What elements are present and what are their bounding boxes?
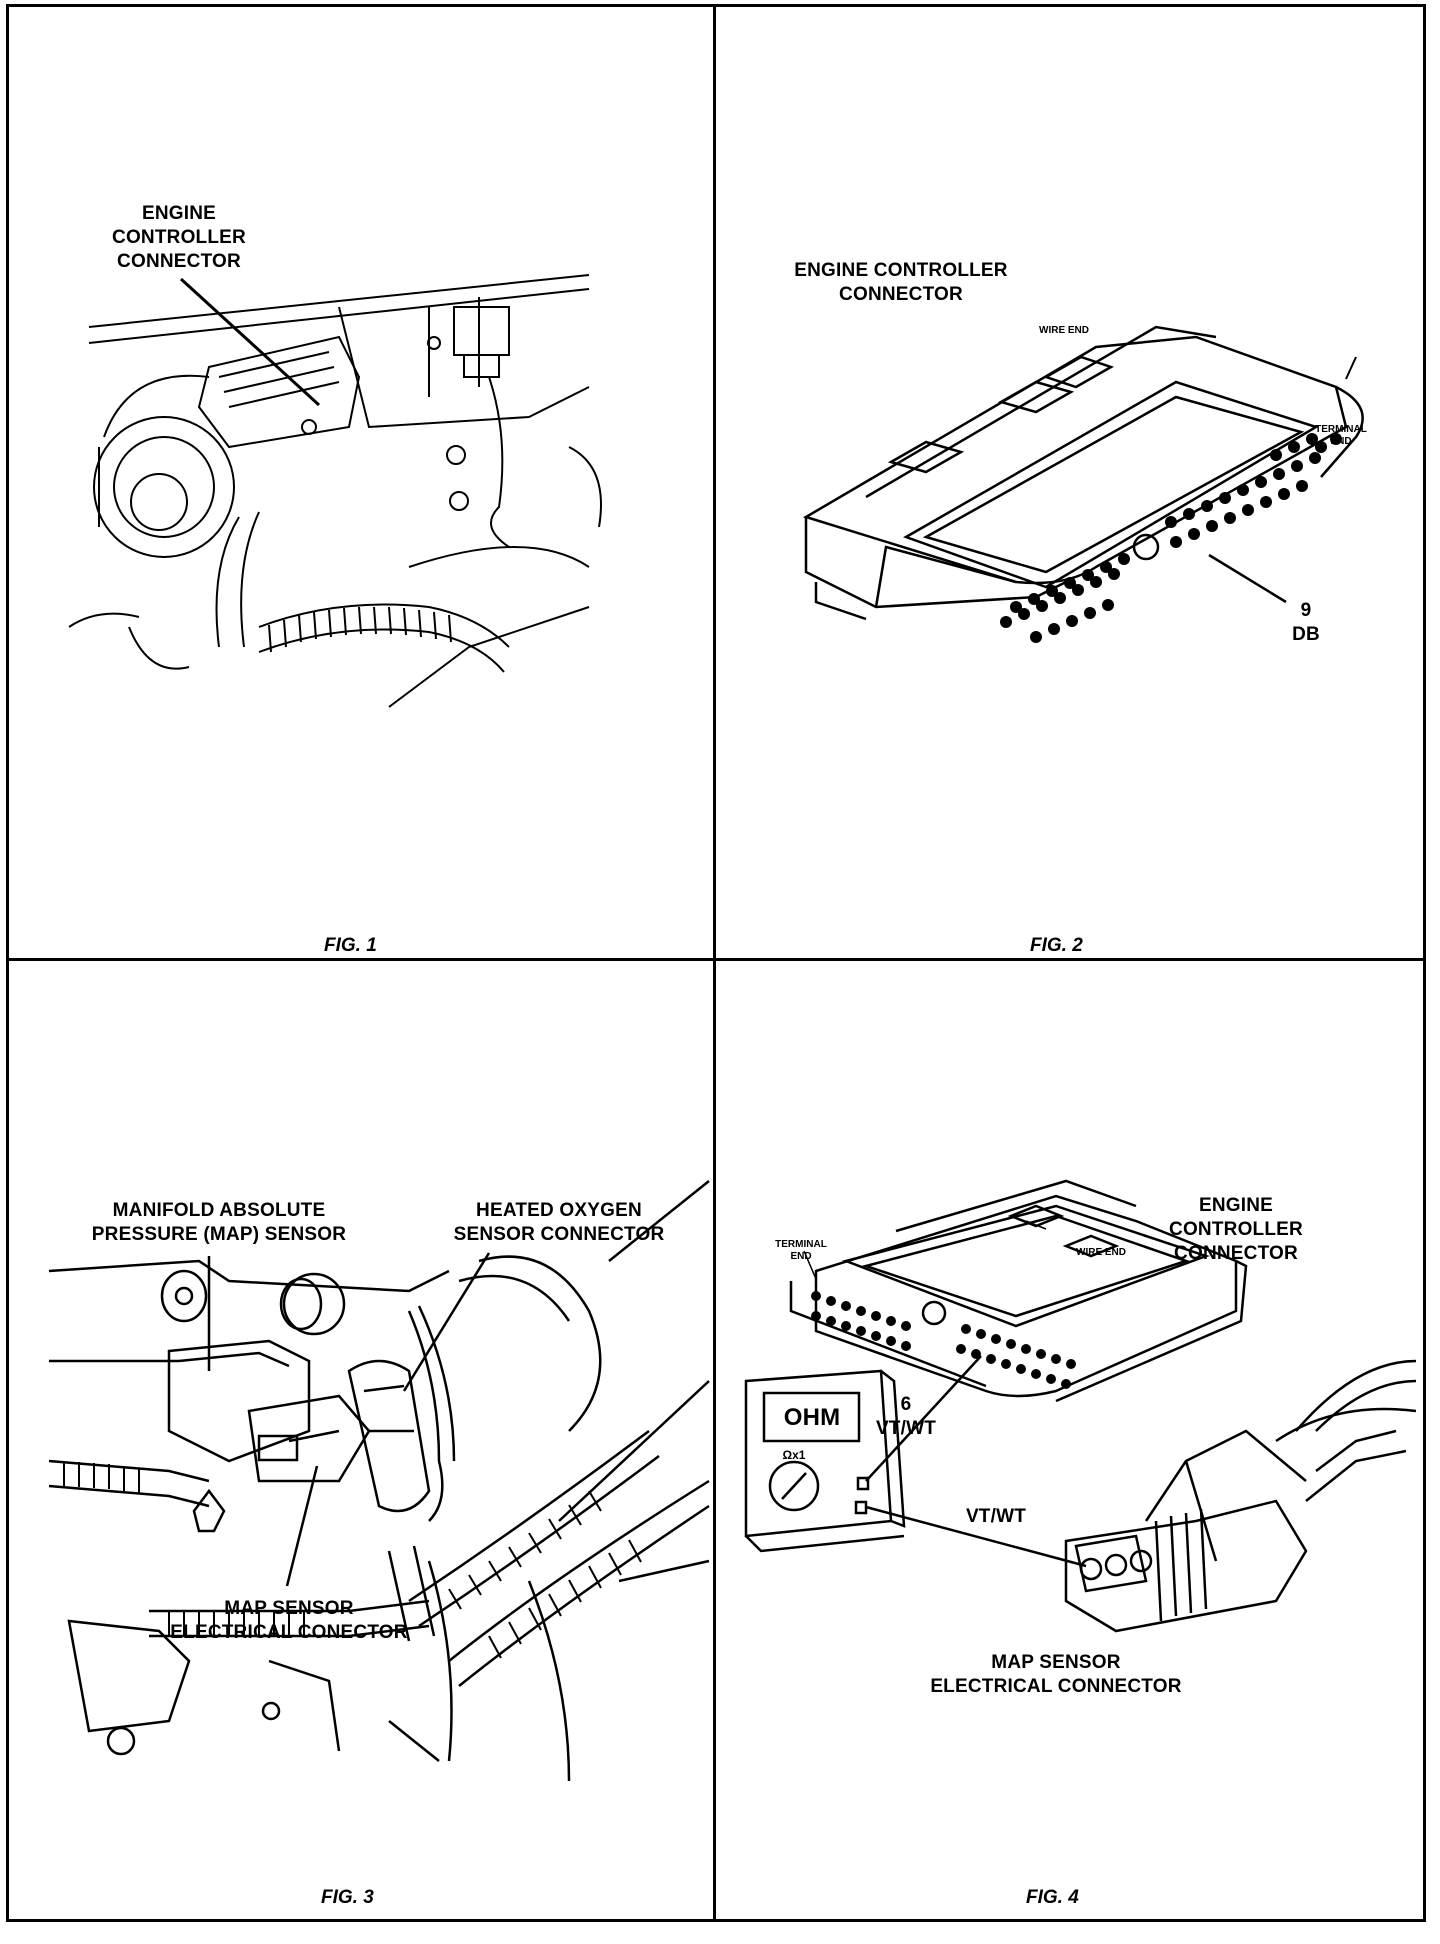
fig2-terminal-end-label: TERMINAL END: [1315, 424, 1367, 447]
engine-bay-illustration: [68, 274, 602, 708]
vertical-divider: [713, 4, 716, 1922]
fig2-title-label: ENGINE CONTROLLER CONNECTOR: [794, 260, 1008, 305]
figure-1-panel: ENGINE CONTROLLER CONNECTOR FIG. 1: [9, 7, 713, 958]
fig1-connector-label: ENGINE CONTROLLER CONNECTOR: [112, 203, 246, 272]
fig3-map-connector-label: MAP SENSOR ELECTRICAL CONECTOR: [170, 1598, 408, 1643]
engine-controller-connector-illustration: [802, 325, 1364, 643]
map-sensor-illustration: [48, 1180, 710, 1782]
fig1-caption: FIG. 1: [324, 935, 377, 956]
fig3-caption: FIG. 3: [321, 1887, 374, 1908]
fig4-terminal-end-label: TERMINAL END: [775, 1239, 827, 1262]
fig4-wire-end-label: WIRE END: [1076, 1247, 1126, 1258]
horizontal-divider: [6, 958, 1426, 961]
fig3-oxygen-connector-label: HEATED OXYGEN SENSOR CONNECTOR: [453, 1200, 665, 1245]
fig4-meter-range: Ωx1: [782, 1448, 806, 1462]
fig4-pin-label: 6 VT/WT: [875, 1394, 937, 1439]
fig4-title-label: ENGINE CONTROLLER CONNECTOR: [1169, 1195, 1303, 1264]
figure-3-panel: MANIFOLD ABSOLUTE PRESSURE (MAP) SENSOR …: [9, 961, 713, 1922]
fig4-wire-label: VT/WT: [965, 1506, 1027, 1527]
fig3-map-sensor-label: MANIFOLD ABSOLUTE PRESSURE (MAP) SENSOR: [91, 1200, 347, 1245]
page-frame: [6, 4, 1426, 1922]
fig2-pin-label: 9 DB: [1292, 600, 1320, 645]
fig2-caption: FIG. 2: [1030, 935, 1083, 956]
fig2-wire-end-label: WIRE END: [1039, 325, 1089, 336]
fig4-caption: FIG. 4: [1026, 1887, 1079, 1908]
fig4-map-connector-label: MAP SENSOR ELECTRICAL CONNECTOR: [930, 1652, 1182, 1697]
figure-2-panel: ENGINE CONTROLLER CONNECTOR WIRE END TER…: [716, 7, 1426, 958]
fig4-meter-display: OHM: [783, 1404, 841, 1431]
figure-4-panel: TERMINAL END WIRE END ENGINE CONTROLLER …: [716, 961, 1426, 1922]
ohmmeter-test-illustration: [744, 1179, 1417, 1633]
